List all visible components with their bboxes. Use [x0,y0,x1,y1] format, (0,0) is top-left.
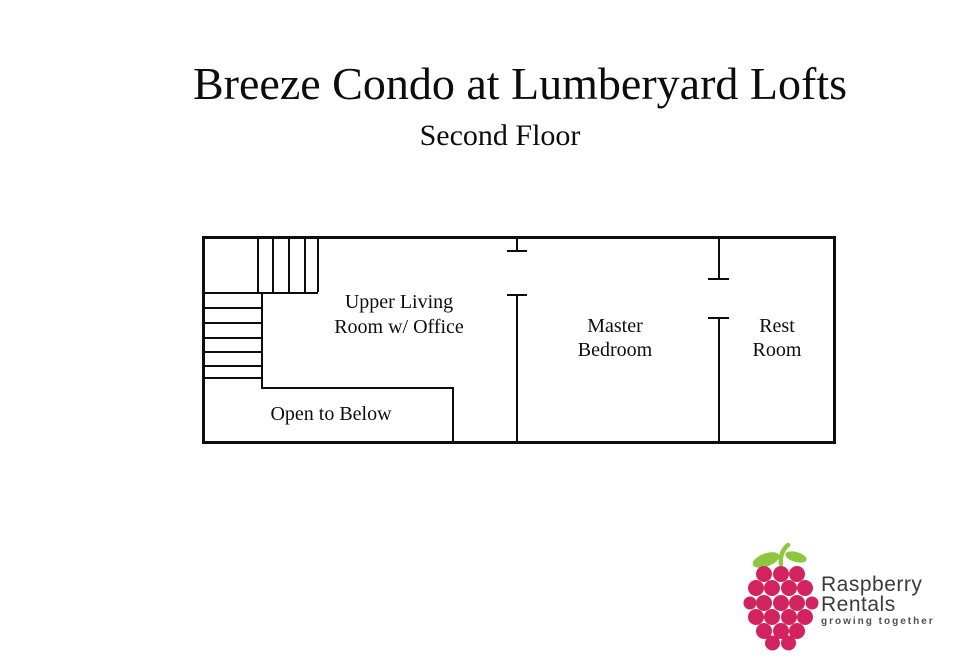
logo-tagline: growing together [821,616,935,627]
room-label-line: Room w/ Office [334,316,464,338]
stair-tread-vertical [272,239,274,292]
stair-tread-horizontal [205,322,261,324]
stair-tread-horizontal [205,337,261,339]
stair-tread-vertical [288,239,290,292]
door-jamb [718,239,720,279]
room-label-line: Master [587,315,643,337]
room-label-line: Room [752,339,802,361]
room-label-line: Rest [759,315,795,337]
logo-name-line2: Rentals [821,592,896,616]
door-stop [507,250,527,252]
stair-wall [261,292,263,389]
logo-text: Raspberry Rentals growing together [821,573,935,627]
stair-tread-horizontal [205,351,261,353]
room-label-open-to-below: Open to Below [221,402,441,426]
open-below-wall-top [261,387,454,389]
open-below-wall-right [452,387,454,441]
logo-name-line1: Raspberry [821,573,923,596]
room-label-line: Bedroom [577,339,653,361]
bedroom-wall [516,294,518,441]
stair-tread-horizontal [205,377,261,379]
room-label-rest-room: Rest Room [667,314,887,362]
room-label-upper-living: Upper Living Room w/ Office [289,290,509,340]
door-stop [708,278,729,280]
raspberry-icon [743,542,819,651]
room-label-line: Open to Below [270,403,392,425]
raspberry-leaves [752,551,807,568]
room-label-line: Upper Living [344,291,454,313]
floor-plan: Upper Living Room w/ Office Master Bedro… [202,236,836,444]
page-subtitle: Second Floor [419,119,581,152]
stair-tread-vertical [257,239,259,292]
page-title: Breeze Condo at Lumberyard Lofts [193,58,847,109]
room-label-master-bedroom: Master Bedroom [505,314,725,362]
stair-tread-horizontal [205,365,261,367]
raspberry-berry [743,566,819,651]
stair-tread-vertical [304,239,306,292]
door-jamb [516,239,518,251]
stair-tread-vertical [317,239,319,292]
stair-tread-horizontal [205,307,261,309]
restroom-wall [718,317,720,441]
raspberry-stem [778,542,791,567]
